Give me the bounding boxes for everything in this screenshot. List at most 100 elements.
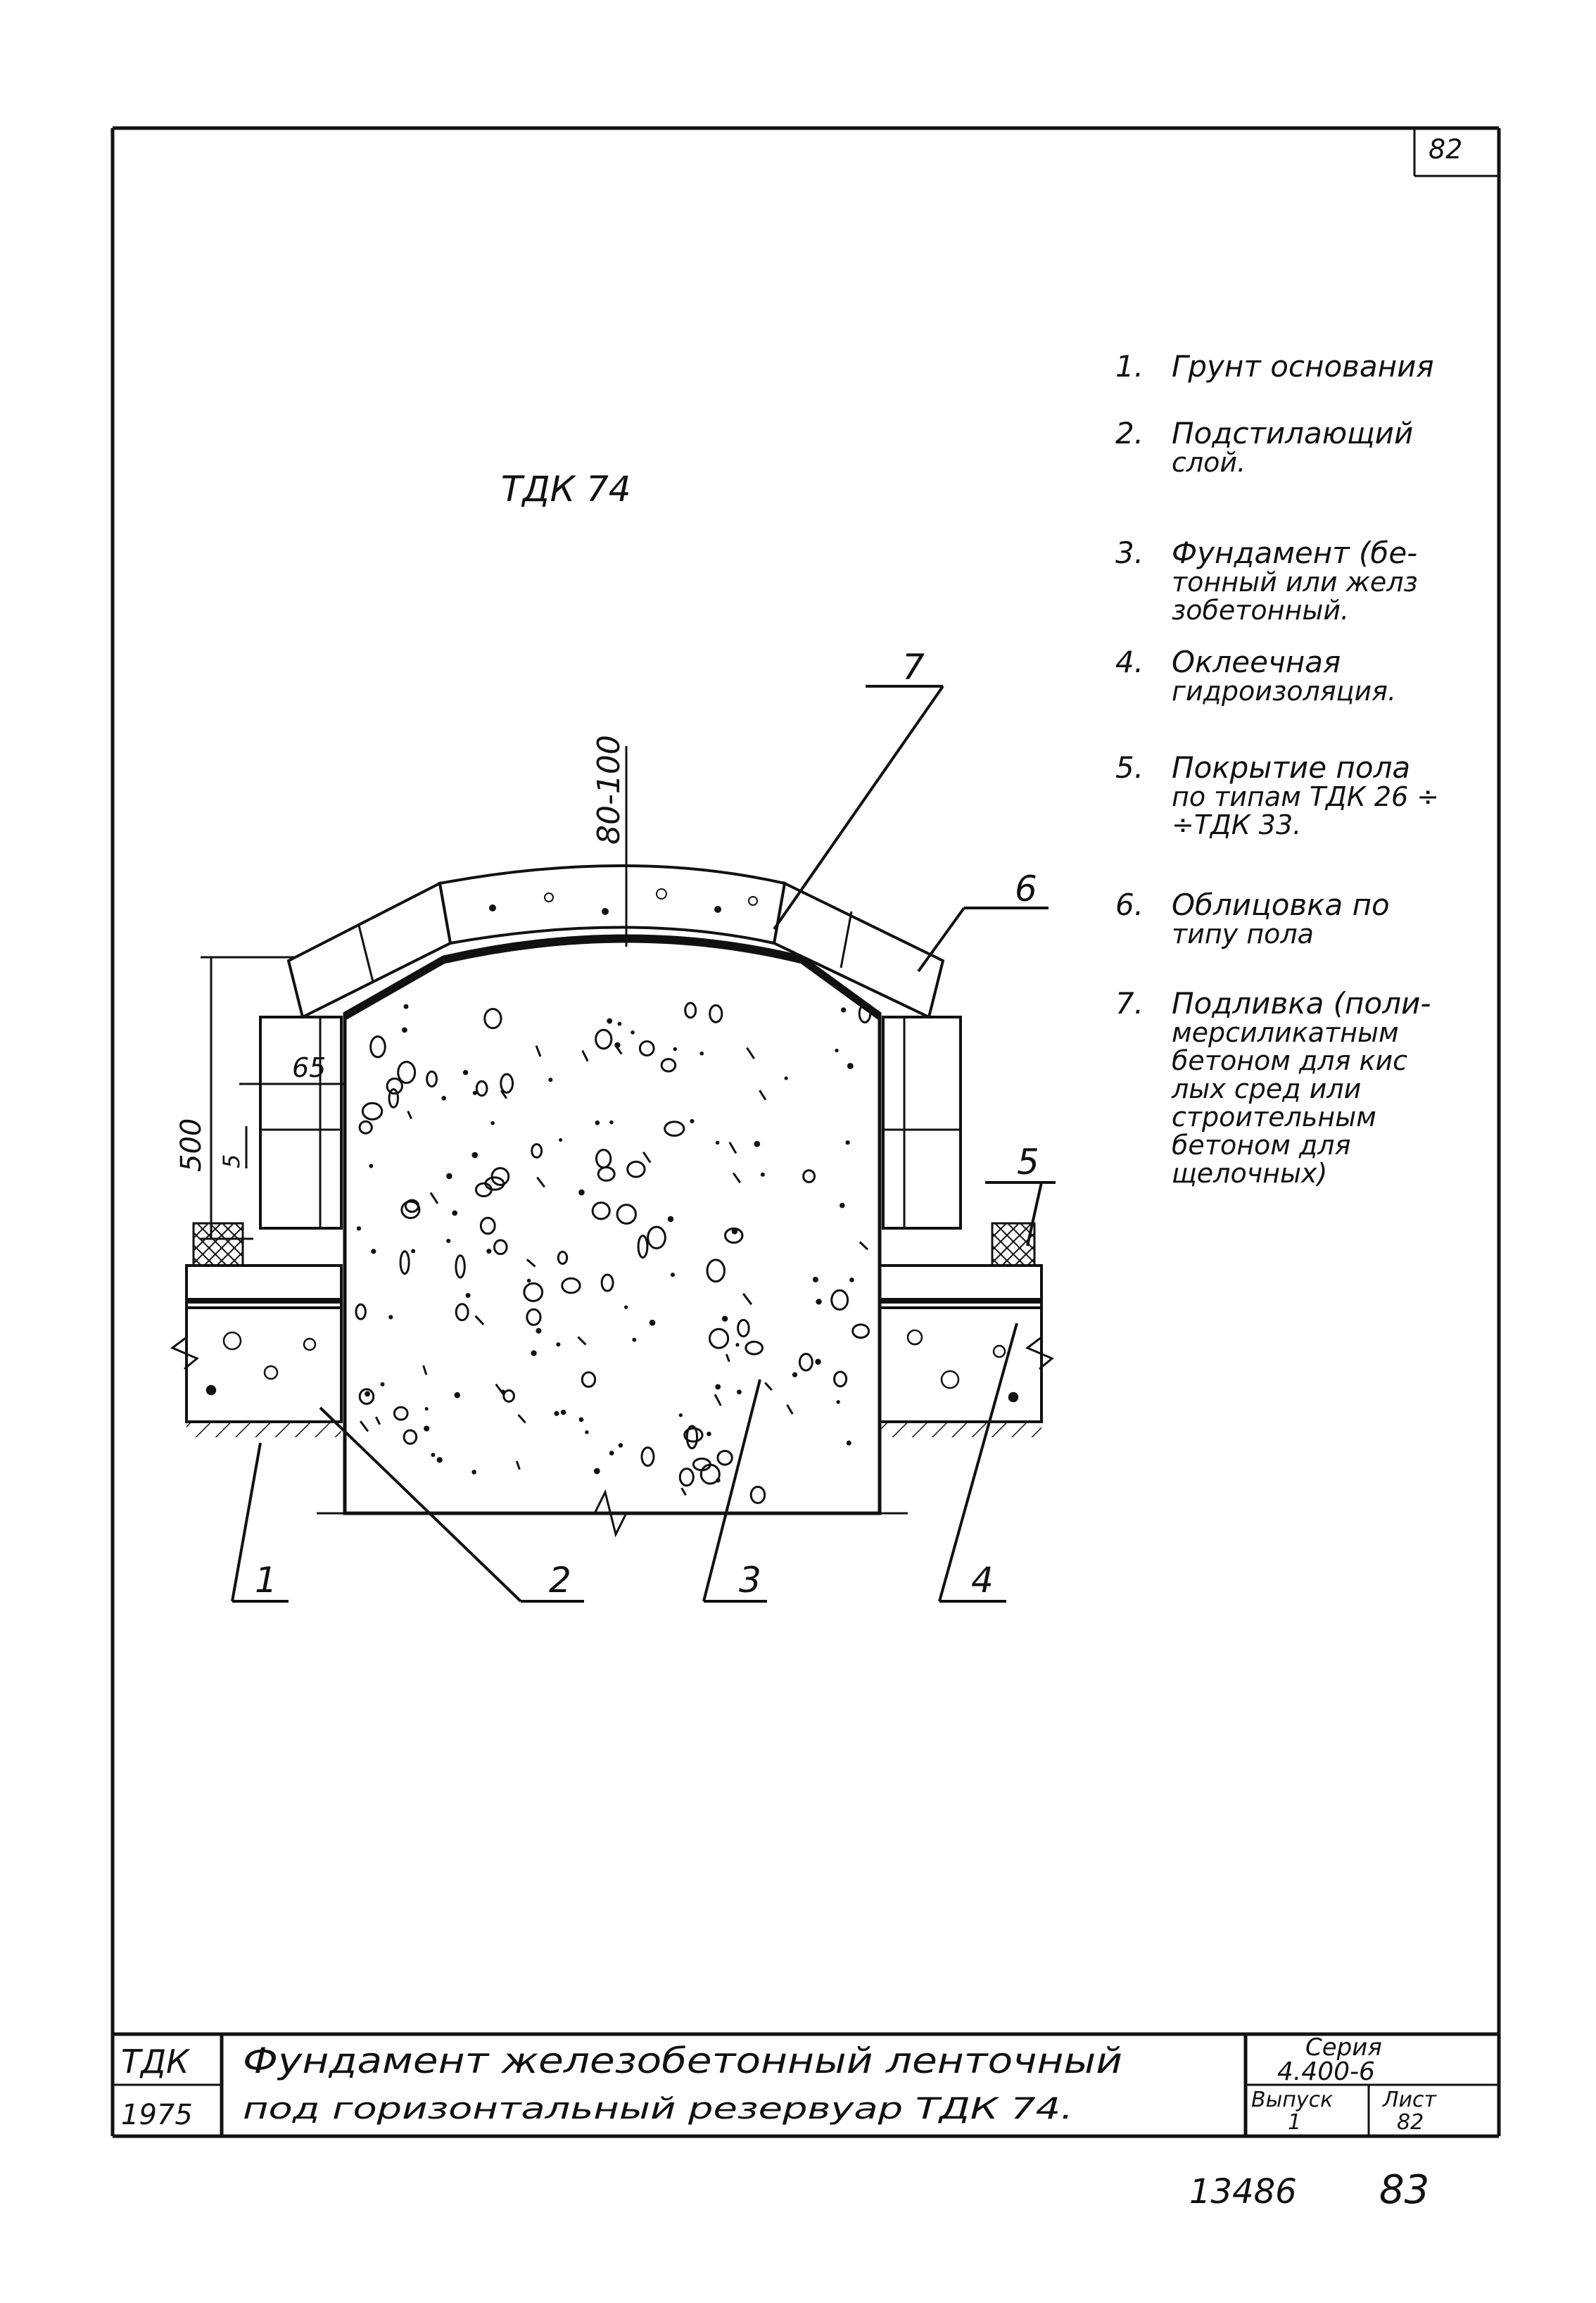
- title-year: 1975: [121, 2099, 193, 2131]
- aggregate-particle: [455, 1254, 466, 1279]
- aggregate-particle: [455, 1303, 469, 1322]
- aggregate-particle: [678, 1468, 695, 1487]
- aggregate-particle: [578, 1417, 584, 1422]
- aggregate-particle: [847, 1063, 854, 1069]
- aggregate-particle: [609, 1451, 614, 1456]
- legend-line: ÷ТДК 33.: [1172, 809, 1301, 840]
- legend-line: щелочных): [1172, 1158, 1327, 1189]
- aggregate-particle: [724, 1227, 744, 1244]
- aggregate-particle: [560, 1409, 566, 1415]
- aggregate-particle: [486, 1249, 492, 1254]
- legend-number: 4.: [1115, 645, 1144, 679]
- aggregate-particle: [835, 1048, 839, 1053]
- legend-number: 7.: [1115, 986, 1144, 1021]
- legend-number: 2.: [1115, 416, 1144, 450]
- aggregate-particle: [609, 1120, 614, 1125]
- aggregate-particle: [431, 1452, 436, 1457]
- aggregate-particle: [595, 1028, 613, 1050]
- aggregate-particle: [490, 1121, 495, 1125]
- aggregate-particle: [690, 1118, 695, 1124]
- dimension-offset: 65: [239, 1052, 345, 1085]
- aggregate-particle: [407, 1110, 413, 1119]
- callout-5: 5: [1017, 1142, 1039, 1182]
- legend-line: слой.: [1172, 447, 1246, 478]
- series-value: 4.400-6: [1277, 2057, 1375, 2086]
- legend-line: бетоном для: [1172, 1130, 1350, 1161]
- aggregate-particle: [840, 1007, 847, 1013]
- legend: 1.Грунт основания2.Подстилающийслой.3.Фу…: [1115, 349, 1439, 1189]
- aggregate-particle: [462, 1070, 469, 1075]
- corner-number: 82: [1429, 134, 1462, 165]
- aggregate-particle: [833, 1370, 848, 1388]
- drawing-code: ТДК 74: [501, 469, 631, 510]
- aggregate-particle: [436, 1457, 443, 1463]
- aggregate-particle: [557, 1250, 569, 1265]
- aggregate-particle: [500, 1073, 514, 1094]
- leader-lines: [231, 685, 1056, 1603]
- aggregate-particle: [446, 1238, 451, 1244]
- aggregate-particle: [531, 1350, 537, 1356]
- aggregate-particle: [660, 1058, 677, 1073]
- aggregate-particle: [554, 1411, 559, 1416]
- aggregate-particle: [359, 1420, 369, 1432]
- title-line-2: под горизонтальный резервуар ТДК 74.: [243, 2091, 1073, 2126]
- aggregate-particle: [614, 1042, 621, 1049]
- aggregate-particle: [535, 1045, 542, 1057]
- aggregate-particle: [745, 1340, 764, 1356]
- aggregate-particle: [577, 1336, 587, 1346]
- aggregate-particle: [474, 1315, 485, 1325]
- aggregate-particle: [845, 1140, 850, 1145]
- aggregate-particle: [749, 1485, 766, 1504]
- legend-line: строительным: [1172, 1102, 1376, 1132]
- aggregate-particle: [526, 1278, 531, 1283]
- aggregate-particle: [647, 1225, 666, 1250]
- aggregate-particle: [685, 1425, 699, 1450]
- aggregate-particle: [441, 1095, 447, 1101]
- aggregate-particle: [798, 1353, 813, 1372]
- aggregate-particle: [561, 1277, 581, 1294]
- aggregate-particle: [369, 1035, 386, 1059]
- floor-covering: [185, 1222, 1043, 1309]
- aggregate-particle: [670, 1273, 676, 1277]
- aggregate-particle: [493, 1239, 508, 1256]
- callout-2: 2: [549, 1560, 571, 1601]
- aggregate-particle: [678, 1413, 683, 1418]
- aggregate-particle: [637, 1235, 649, 1259]
- aggregate-particle: [764, 1382, 773, 1391]
- aggregate-particle: [737, 1318, 750, 1338]
- aggregate-particle: [369, 1163, 374, 1168]
- aggregate-particle: [479, 1216, 496, 1235]
- legend-line: зобетонный.: [1172, 595, 1349, 626]
- aggregate-particle: [474, 1182, 493, 1198]
- aggregate-particle: [591, 1201, 611, 1220]
- aggregate-particle: [472, 1090, 477, 1095]
- aggregate-particle: [358, 1388, 375, 1405]
- legend-line: Фундамент (бе-: [1172, 536, 1417, 570]
- dimension-pour: 80-100: [591, 735, 628, 947]
- aggregate-particle: [403, 1429, 418, 1445]
- aggregate-particle: [816, 1299, 822, 1305]
- aggregate-particle: [642, 1151, 652, 1163]
- aggregate-particle: [632, 1337, 637, 1342]
- aggregate-particle: [495, 1383, 505, 1396]
- aggregate-particle: [400, 1200, 421, 1219]
- aggregate-particle: [737, 1389, 742, 1395]
- aggregate-particle: [728, 1142, 737, 1154]
- dim-pour-text: 80-100: [591, 735, 627, 845]
- aggregate-particle: [716, 1449, 733, 1466]
- aggregate-particle: [709, 1004, 723, 1023]
- aggregate-particle: [714, 1394, 722, 1406]
- aggregate-particle: [667, 1216, 674, 1223]
- legend-number: 3.: [1115, 536, 1144, 570]
- aggregate-particle: [849, 1277, 854, 1282]
- aggregate-particle: [836, 1400, 840, 1404]
- aggregate-particle: [559, 1138, 563, 1142]
- aggregate-particle: [452, 1210, 458, 1216]
- legend-line: тонный или желз: [1172, 567, 1418, 598]
- aggregate-particle: [548, 1078, 553, 1083]
- aggregate-particle: [536, 1176, 546, 1188]
- aggregate-particle: [649, 1319, 656, 1326]
- aggregate-particle: [623, 1305, 628, 1309]
- break-line-bottom: [317, 1489, 908, 1538]
- dim-gap-text: 5: [218, 1154, 245, 1168]
